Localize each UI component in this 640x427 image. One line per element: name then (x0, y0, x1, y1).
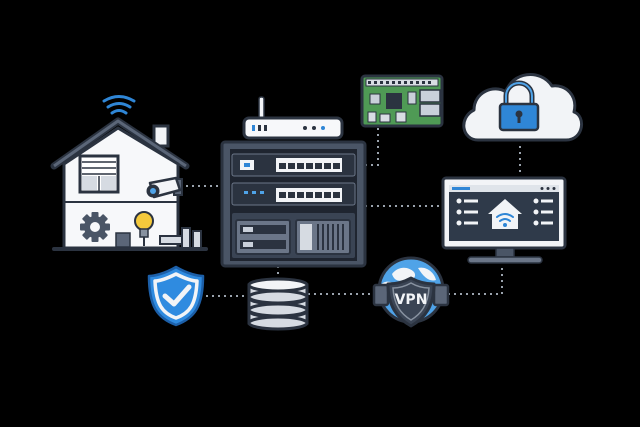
shield-check-icon (147, 265, 205, 327)
vpn-label: VPN (395, 292, 428, 308)
connectors (186, 128, 521, 297)
wifi-icon (102, 95, 136, 115)
smart-home-house-icon (50, 95, 208, 251)
monitor-dashboard-icon (441, 176, 567, 264)
cloud-lock-icon (462, 73, 583, 142)
vpn-globe-shield-icon: VPN (372, 256, 450, 328)
single-board-computer-icon (360, 74, 444, 128)
gear-icon (80, 212, 110, 242)
light-bulb-icon (134, 211, 154, 246)
pipes (159, 227, 202, 249)
connector-rack-board (365, 128, 379, 166)
server-rack-icon (220, 140, 367, 268)
security-camera-icon (146, 176, 183, 199)
database-icon (247, 277, 309, 331)
connector-vpn-monitor (448, 266, 503, 295)
router-icon (242, 96, 344, 140)
